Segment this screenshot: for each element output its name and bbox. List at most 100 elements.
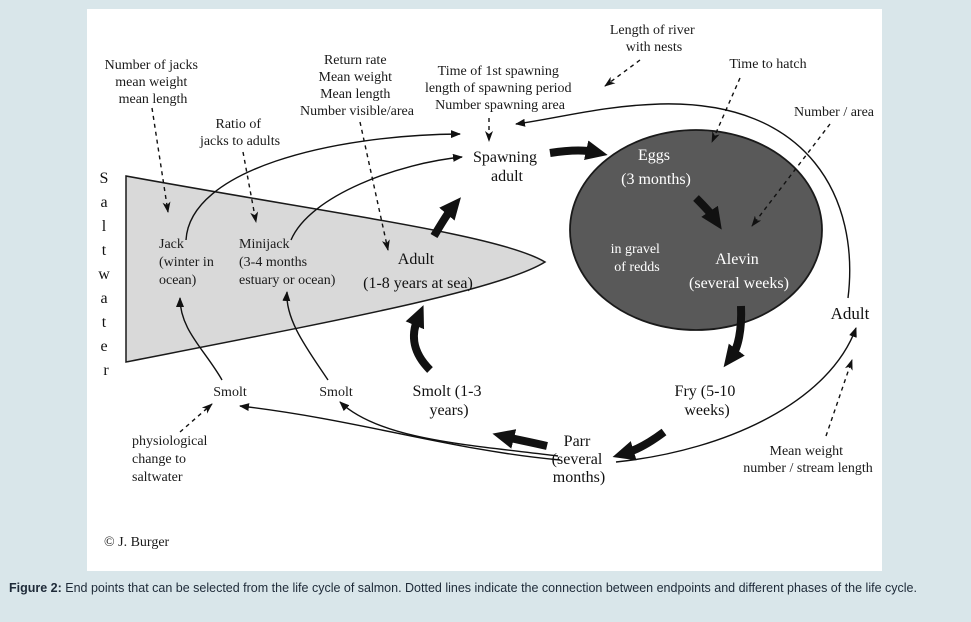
stage-adult-sea: Adult (1-8 years at sea): [363, 251, 473, 292]
dotted-number-area-to-alevin: [751, 123, 831, 227]
thick-arrow-parr-to-smolt: [492, 429, 548, 450]
dotted-physio-to-smolt: [179, 403, 213, 433]
stage-gravel-line: in gravel: [611, 242, 660, 257]
endpoint-jacks-line: mean weight: [115, 75, 187, 90]
river-gravel-ellipse: [569, 129, 823, 331]
stage-smolt-main: Smolt (1-3 years): [413, 383, 486, 419]
stage-fry-line: weeks): [684, 402, 729, 419]
endpoint-river-length-label: Length of river with nests: [610, 23, 698, 55]
saltwater-letter: w: [98, 266, 110, 283]
dotted-hatch-to-eggs: [711, 77, 741, 143]
stage-minijack-line: (3-4 months: [239, 255, 307, 270]
endpoint-return-label: Return rate Mean weight Mean length Numb…: [300, 53, 415, 119]
endpoint-spawning-line: Time of 1st spawning: [438, 64, 559, 79]
thick-arrow-spawning-to-eggs: [549, 140, 608, 161]
saltwater-letter: r: [103, 362, 109, 379]
endpoint-jacks-line: Number of jacks: [105, 58, 198, 73]
stage-minijack-line: estuary or ocean): [239, 273, 336, 288]
stage-jack: Jack (winter in ocean): [159, 237, 217, 288]
dotted-weight-to-adult: [825, 359, 853, 437]
stage-fry: Fry (5-10 weeks): [675, 383, 740, 419]
arrow-adult-river-to-spawning: [515, 103, 851, 299]
arrow-jack-to-spawning: [185, 130, 461, 241]
arrow-parr-to-smolt-left: [239, 403, 561, 461]
stage-jack-line: ocean): [159, 273, 197, 288]
arrow-smolt-mid-to-minijack: [282, 291, 329, 381]
caption-text: End points that can be selected from the…: [61, 581, 917, 595]
endpoint-physio-line: physiological: [132, 434, 208, 449]
stage-alevin: Alevin (several weeks): [689, 251, 789, 292]
endpoint-hatch-label: Time to hatch: [729, 57, 806, 72]
endpoint-ratio-line: Ratio of: [216, 117, 262, 132]
arrow-parr-to-adult: [615, 327, 857, 463]
dotted-return-to-adult: [359, 121, 390, 251]
stage-gravel-line: of redds: [614, 260, 660, 275]
stage-smolt-left: Smolt: [213, 385, 247, 400]
stage-jack-line: Jack: [159, 237, 184, 252]
endpoint-physio-line: saltwater: [132, 470, 183, 485]
thick-arrow-fry-to-parr: [612, 428, 667, 461]
stage-minijack: Minijack (3-4 months estuary or ocean): [239, 237, 336, 288]
endpoint-physio-line: change to: [132, 452, 186, 467]
saltwater-letter: a: [100, 290, 107, 307]
arrow-minijack-to-spawning: [290, 153, 463, 241]
endpoint-return-line: Mean weight: [319, 70, 393, 85]
stage-spawning-adult-line: Spawning: [473, 149, 537, 166]
endpoint-jacks-label: Number of jacks mean weight mean length: [105, 58, 202, 107]
stage-parr-line: months): [553, 469, 605, 486]
stage-spawning-adult-line: adult: [491, 168, 524, 185]
arrow-parr-to-smolt-mid: [339, 401, 559, 457]
thick-arrow-eggs-to-alevin: [693, 195, 722, 230]
endpoint-mean-weight-line: Mean weight: [770, 444, 844, 459]
stage-parr-line: (several: [552, 451, 603, 468]
saltwater-letter: l: [102, 218, 107, 235]
endpoint-return-line: Return rate: [324, 53, 387, 68]
endpoint-physio-label: physiological change to saltwater: [132, 434, 211, 485]
figure-caption: Figure 2: End points that can be selecte…: [9, 580, 964, 596]
endpoint-spawning-line: Number spawning area: [435, 98, 566, 113]
stage-eggs: Eggs (3 months): [621, 147, 691, 188]
saltwater-letter: t: [102, 242, 107, 259]
saltwater-letter: S: [100, 170, 109, 187]
endpoint-mean-weight-line: number / stream length: [743, 461, 872, 476]
endpoint-spawning-label: Time of 1st spawning length of spawning …: [425, 64, 575, 113]
saltwater-letter: e: [100, 338, 107, 355]
stage-smolt-mid: Smolt: [319, 385, 353, 400]
stage-eggs-line: Eggs: [638, 147, 670, 164]
copyright-label: © J. Burger: [104, 535, 170, 550]
saltwater-letter: t: [102, 314, 107, 331]
stage-smolt-main-line: Smolt (1-3: [413, 383, 482, 400]
dotted-ratio-to-minijack: [242, 151, 259, 223]
endpoint-return-line: Number visible/area: [300, 104, 415, 119]
stage-alevin-line: (several weeks): [689, 275, 789, 292]
stage-adult-river: Adult: [831, 304, 870, 323]
thick-arrow-smolt-to-adult: [405, 305, 433, 373]
endpoint-spawning-line: length of spawning period: [425, 81, 572, 96]
saltwater-letter: a: [100, 194, 107, 211]
stage-spawning-adult: Spawning adult: [473, 149, 541, 185]
stage-gravel: in gravel of redds: [611, 242, 664, 275]
caption-label: Figure 2:: [9, 581, 62, 595]
stage-adult-sea-line: (1-8 years at sea): [363, 275, 473, 292]
endpoint-ratio-label: Ratio of jacks to adults: [199, 117, 280, 149]
stage-fry-line: Fry (5-10: [675, 383, 736, 400]
stage-minijack-line: Minijack: [239, 237, 290, 252]
stage-jack-line: (winter in: [159, 255, 214, 270]
endpoint-return-line: Mean length: [320, 87, 390, 102]
stage-adult-sea-line: Adult: [398, 251, 435, 268]
arrow-smolt-left-to-jack: [176, 297, 223, 381]
thick-arrow-adult-to-spawning: [430, 197, 461, 239]
stage-alevin-line: Alevin: [715, 251, 759, 268]
endpoint-river-length-line: Length of river: [610, 23, 695, 38]
endpoint-jacks-line: mean length: [119, 92, 188, 107]
thick-arrow-alevin-to-fry: [723, 305, 746, 368]
stage-parr-line: Parr: [564, 433, 591, 450]
endpoint-number-area-label: Number / area: [794, 105, 875, 120]
saltwater-label: S a l t w a t e r: [98, 170, 114, 379]
endpoint-river-length-line: with nests: [626, 40, 682, 55]
stage-eggs-line: (3 months): [621, 171, 691, 188]
endpoint-ratio-line: jacks to adults: [199, 134, 280, 149]
stage-smolt-main-line: years): [429, 402, 468, 419]
endpoint-mean-weight-label: Mean weight number / stream length: [743, 444, 872, 476]
